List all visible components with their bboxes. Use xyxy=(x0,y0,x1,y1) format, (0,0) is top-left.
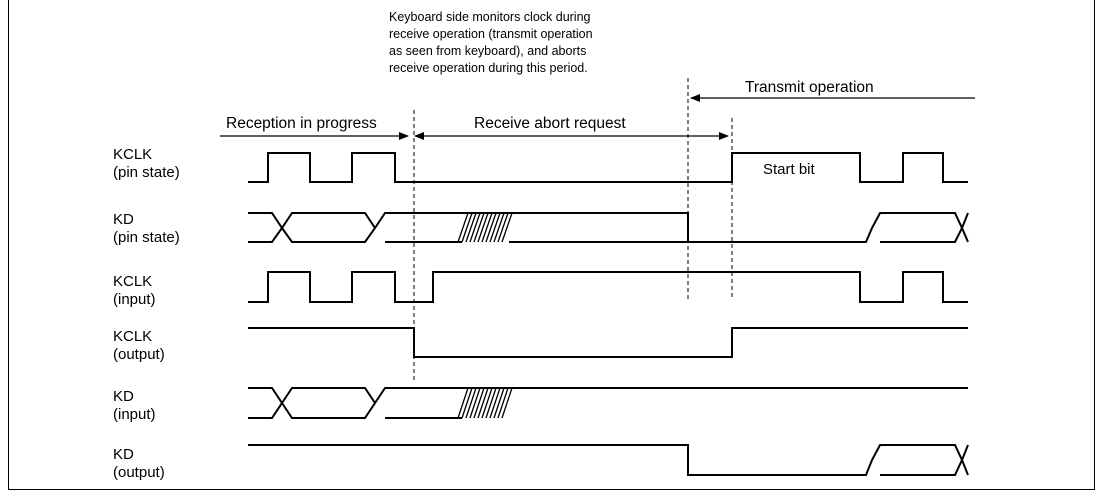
phase-transmit-label: Transmit operation xyxy=(745,79,874,96)
signal-qualifier: (pin state) xyxy=(113,229,180,246)
kclk-output-waveform xyxy=(248,327,968,358)
signal-label-kd-input: KD (input) xyxy=(113,388,156,423)
note-line: Keyboard side monitors clock during xyxy=(389,10,591,24)
note-line: receive operation during this period. xyxy=(389,61,588,75)
phase-abort-label: Receive abort request xyxy=(474,115,626,132)
kd-output-waveform xyxy=(248,444,969,476)
start-bit-label: Start bit xyxy=(763,161,816,178)
kclk-input-waveform xyxy=(248,271,968,303)
signal-name: KD xyxy=(113,446,134,463)
abort-note: Keyboard side monitors clock during rece… xyxy=(389,10,593,75)
signal-qualifier: (output) xyxy=(113,464,165,481)
signal-qualifier: (pin state) xyxy=(113,164,180,181)
kd-pin-waveform xyxy=(248,212,969,243)
kclk-pin-waveform xyxy=(248,152,968,183)
phase-reception-label: Reception in progress xyxy=(226,115,377,132)
transition-hatch xyxy=(457,387,513,419)
diagram-frame xyxy=(8,0,1095,490)
transition-hatch xyxy=(457,212,513,243)
signal-label-kd-pin: KD (pin state) xyxy=(113,211,180,246)
signal-qualifier: (input) xyxy=(113,291,156,308)
signal-name: KCLK xyxy=(113,273,152,290)
kd-input-waveform xyxy=(248,387,968,419)
signal-label-kd-output: KD (output) xyxy=(113,446,165,481)
signal-label-kclk-output: KCLK (output) xyxy=(113,328,165,363)
signal-name: KD xyxy=(113,388,134,405)
signal-label-kclk-input: KCLK (input) xyxy=(113,273,156,308)
signal-qualifier: (input) xyxy=(113,406,156,423)
note-line: as seen from keyboard), and aborts xyxy=(389,44,586,58)
signal-name: KD xyxy=(113,211,134,228)
signal-label-kclk-pin: KCLK (pin state) xyxy=(113,146,180,181)
signal-name: KCLK xyxy=(113,146,152,163)
signal-name: KCLK xyxy=(113,328,152,345)
signal-qualifier: (output) xyxy=(113,346,165,363)
note-line: receive operation (transmit operation xyxy=(389,27,593,41)
